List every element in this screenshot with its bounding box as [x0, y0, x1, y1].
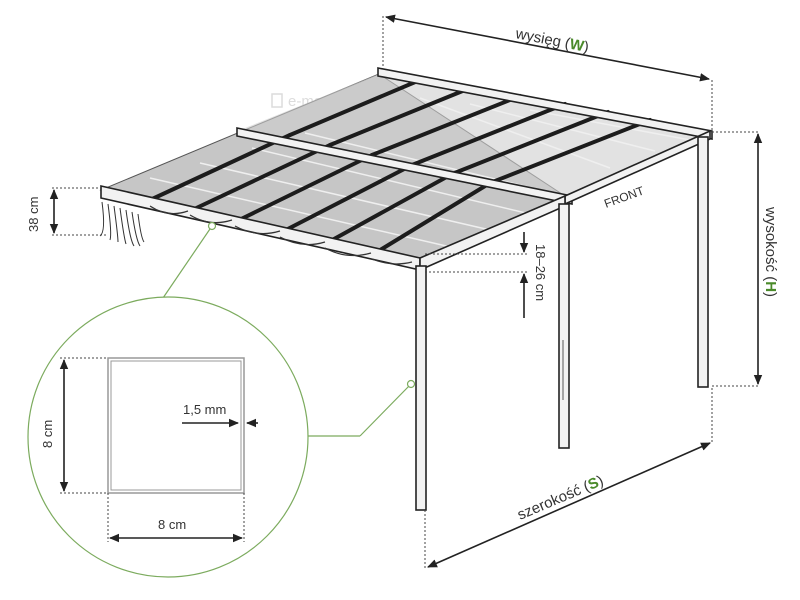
- rafter: [323, 172, 454, 246]
- profile-outer: [107, 357, 245, 494]
- front-label: FRONT: [602, 183, 646, 211]
- rafter: [148, 133, 292, 202]
- width-arrow: [427, 442, 711, 568]
- pergola: [99, 67, 713, 511]
- rafter: [188, 143, 332, 213]
- width-label: szerokość (S): [515, 472, 606, 523]
- back-beam: [377, 67, 713, 140]
- height-letter: H: [762, 281, 779, 292]
- rafters: [148, 78, 652, 257]
- projection-letter: W: [568, 36, 586, 56]
- projection-dimension: wysięg (W): [382, 14, 713, 130]
- projection-arrow: [385, 14, 710, 82]
- rafter: [233, 153, 374, 224]
- profile-height-label: 8 cm: [40, 420, 55, 448]
- rafter: [450, 110, 610, 176]
- rafter: [410, 102, 567, 167]
- fabric-drop-label: 38 cm: [26, 197, 41, 232]
- post-back: [697, 136, 709, 388]
- rafter: [488, 118, 652, 185]
- height-label: wysokość (H): [762, 206, 779, 297]
- rafter: [278, 163, 414, 235]
- gathered-fabric: [99, 201, 145, 247]
- height-dimension: wysokość (H): [712, 131, 779, 387]
- post-front: [415, 265, 427, 511]
- rafter: [288, 78, 422, 137]
- projection-label: wysięg (W): [513, 25, 590, 56]
- middle-beam: [236, 127, 573, 205]
- fabric-drop-dimension: 38 cm: [26, 187, 108, 236]
- rafter: [370, 94, 522, 157]
- post-middle: [558, 203, 570, 449]
- profile-inner: [110, 360, 242, 491]
- rafter: [370, 181, 492, 257]
- profile-wall-label: 1,5 mm: [183, 402, 226, 417]
- profile-width-label: 8 cm: [158, 517, 186, 532]
- beam-gap-label: 18–26 cm: [533, 244, 548, 301]
- profile-callout: 8 cm 8 cm 1,5 mm: [27, 221, 416, 578]
- height-label-text: wysokość: [762, 206, 779, 273]
- rafter: [328, 86, 472, 147]
- beam-gap-dimension: 18–26 cm: [425, 232, 548, 318]
